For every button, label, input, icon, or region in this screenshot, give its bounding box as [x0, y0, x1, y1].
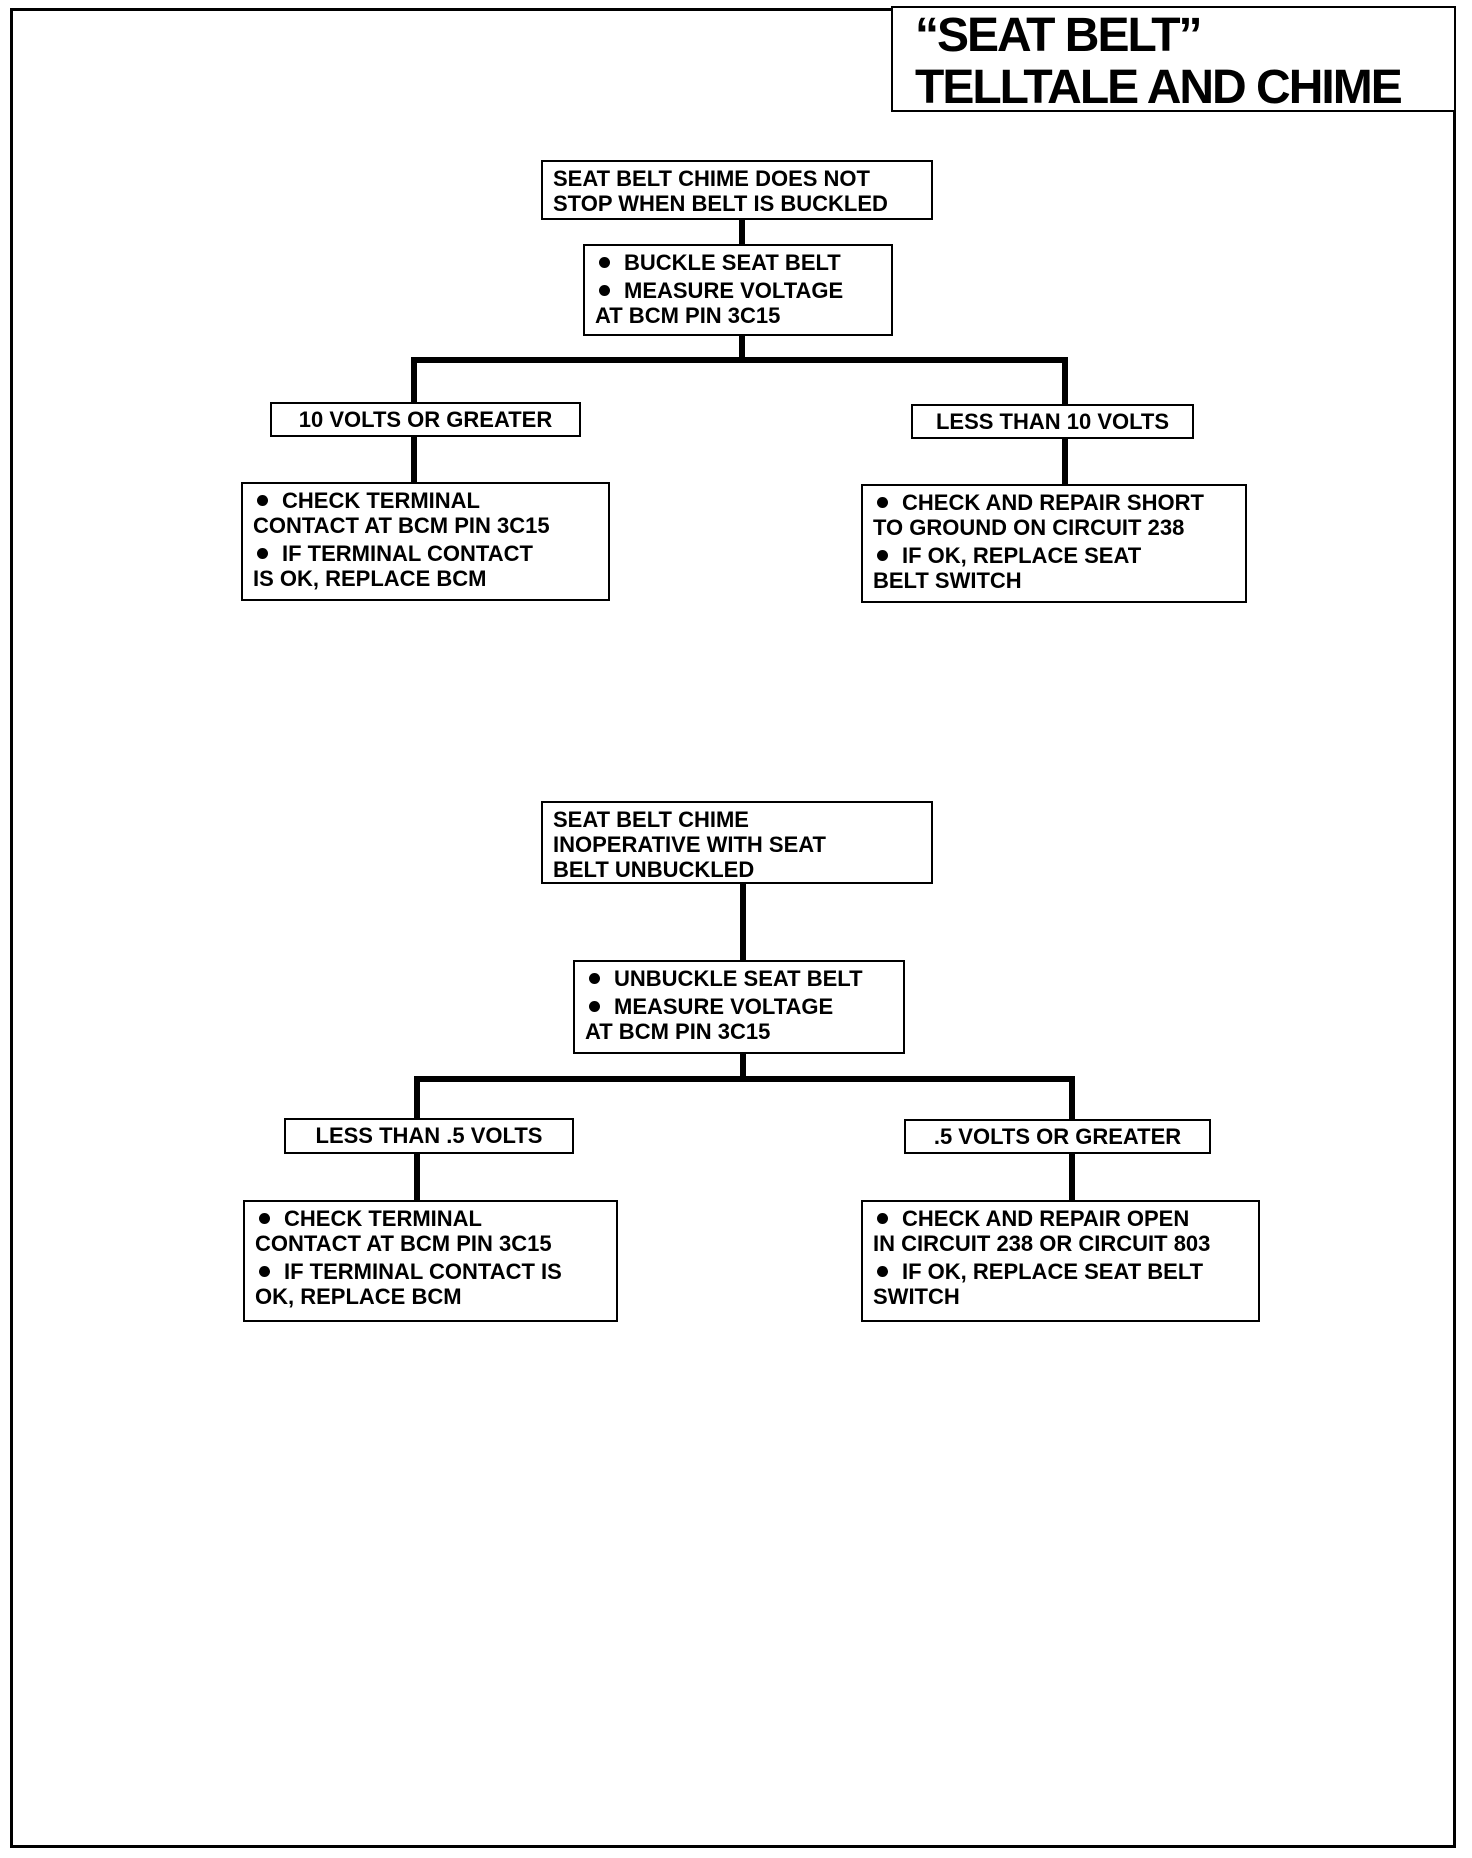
- action-step-continued: TO GROUND ON CIRCUIT 238: [873, 515, 1185, 540]
- action-right-1: CHECK AND REPAIR SHORT TO GROUND ON CIRC…: [861, 484, 1247, 603]
- action-right-2: CHECK AND REPAIR OPEN IN CIRCUIT 238 OR …: [861, 1200, 1260, 1322]
- condition-right-1: LESS THAN 10 VOLTS: [911, 404, 1194, 439]
- test-step: BUCKLE SEAT BELT: [595, 250, 881, 275]
- condition-label: LESS THAN .5 VOLTS: [315, 1123, 543, 1148]
- connector: [411, 434, 417, 483]
- connector: [411, 357, 1068, 363]
- connector: [414, 1151, 420, 1203]
- connector: [739, 334, 745, 361]
- symptom-line: BELT UNBUCKLED: [553, 857, 755, 882]
- bullet-icon: [877, 497, 888, 508]
- test-step-continued: AT BCM PIN 3C15: [585, 1019, 771, 1044]
- action-step-continued: IN CIRCUIT 238 OR CIRCUIT 803: [873, 1231, 1211, 1256]
- condition-left-2: LESS THAN .5 VOLTS: [284, 1118, 574, 1154]
- bullet-icon: [259, 1213, 270, 1224]
- connector: [1069, 1076, 1075, 1122]
- test-step: UNBUCKLE SEAT BELT: [585, 966, 893, 991]
- action-left-1: CHECK TERMINAL CONTACT AT BCM PIN 3C15 I…: [241, 482, 610, 601]
- action-step: IF TERMINAL CONTACT: [253, 541, 598, 566]
- connector: [1069, 1152, 1075, 1203]
- symptom-box-2: SEAT BELT CHIME INOPERATIVE WITH SEAT BE…: [541, 801, 933, 884]
- connector: [739, 218, 745, 245]
- action-step: CHECK AND REPAIR OPEN: [873, 1206, 1248, 1231]
- condition-label: 10 VOLTS OR GREATER: [298, 407, 553, 432]
- action-step-continued: IS OK, REPLACE BCM: [253, 566, 487, 591]
- page-frame: [10, 8, 1456, 1848]
- action-step: CHECK AND REPAIR SHORT: [873, 490, 1235, 515]
- action-left-2: CHECK TERMINAL CONTACT AT BCM PIN 3C15 I…: [243, 1200, 618, 1322]
- condition-label: .5 VOLTS OR GREATER: [933, 1124, 1182, 1149]
- bullet-icon: [877, 550, 888, 561]
- connector: [1062, 357, 1068, 404]
- condition-label: LESS THAN 10 VOLTS: [935, 409, 1170, 434]
- action-step-continued: CONTACT AT BCM PIN 3C15: [253, 513, 550, 538]
- bullet-icon: [589, 1001, 600, 1012]
- connector: [411, 357, 417, 404]
- title-line-1: “SEAT BELT”: [915, 9, 1203, 62]
- test-box-1: BUCKLE SEAT BELT MEASURE VOLTAGE AT BCM …: [583, 244, 893, 336]
- connector: [414, 1076, 1075, 1082]
- symptom-line: SEAT BELT CHIME DOES NOT: [553, 166, 870, 191]
- title-block: “SEAT BELT” TELLTALE AND CHIME: [891, 6, 1456, 114]
- bullet-icon: [257, 495, 268, 506]
- action-step-continued: SWITCH: [873, 1284, 960, 1309]
- title-line-2: TELLTALE AND CHIME: [915, 61, 1403, 114]
- action-step: IF TERMINAL CONTACT IS: [255, 1259, 606, 1284]
- bullet-icon: [599, 285, 610, 296]
- test-step: MEASURE VOLTAGE: [585, 994, 893, 1019]
- connector: [1062, 436, 1068, 485]
- bullet-icon: [877, 1266, 888, 1277]
- condition-right-2: .5 VOLTS OR GREATER: [904, 1119, 1211, 1154]
- symptom-line: INOPERATIVE WITH SEAT: [553, 832, 826, 857]
- connector: [740, 882, 746, 962]
- bullet-icon: [877, 1213, 888, 1224]
- bullet-icon: [589, 973, 600, 984]
- connector: [414, 1076, 420, 1121]
- bullet-icon: [257, 548, 268, 559]
- symptom-line: SEAT BELT CHIME: [553, 807, 749, 832]
- action-step-continued: CONTACT AT BCM PIN 3C15: [255, 1231, 552, 1256]
- test-box-2: UNBUCKLE SEAT BELT MEASURE VOLTAGE AT BC…: [573, 960, 905, 1054]
- symptom-box-1: SEAT BELT CHIME DOES NOT STOP WHEN BELT …: [541, 160, 933, 220]
- connector: [740, 1052, 746, 1080]
- bullet-icon: [259, 1266, 270, 1277]
- condition-left-1: 10 VOLTS OR GREATER: [270, 402, 581, 437]
- action-step: IF OK, REPLACE SEAT: [873, 543, 1235, 568]
- symptom-line: STOP WHEN BELT IS BUCKLED: [553, 191, 888, 216]
- bullet-icon: [599, 257, 610, 268]
- action-step-continued: OK, REPLACE BCM: [255, 1284, 462, 1309]
- action-step: CHECK TERMINAL: [253, 488, 598, 513]
- action-step: CHECK TERMINAL: [255, 1206, 606, 1231]
- test-step-continued: AT BCM PIN 3C15: [595, 303, 781, 328]
- test-step: MEASURE VOLTAGE: [595, 278, 881, 303]
- action-step-continued: BELT SWITCH: [873, 568, 1022, 593]
- action-step: IF OK, REPLACE SEAT BELT: [873, 1259, 1248, 1284]
